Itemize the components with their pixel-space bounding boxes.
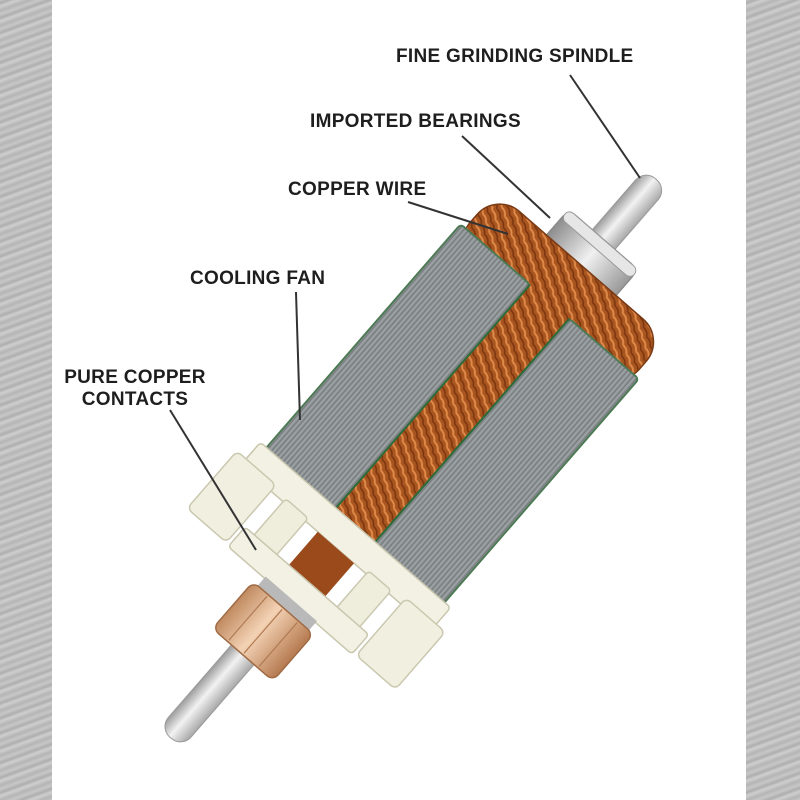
leader-line-contacts (169, 409, 257, 551)
leader-line-bearings (461, 135, 551, 219)
label-pure-copper-contacts: PURE COPPER CONTACTS (64, 367, 206, 411)
brushed-metal-right-border (746, 0, 800, 800)
label-copper-wire: COPPER WIRE (288, 179, 427, 200)
label-cooling-fan: COOLING FAN (190, 268, 326, 289)
brushed-metal-left-border (0, 0, 52, 800)
copper-commutator (215, 584, 312, 679)
leader-lines (169, 74, 641, 551)
lamination-stack (264, 224, 639, 605)
cooling-fan (188, 443, 450, 688)
label-fine-grinding-spindle: FINE GRINDING SPINDLE (396, 46, 634, 67)
label-imported-bearings: IMPORTED BEARINGS (310, 111, 521, 132)
leader-line-cooling-fan (295, 291, 301, 421)
leader-line-spindle (569, 74, 641, 179)
label-contacts-line-1: PURE COPPER (64, 367, 206, 388)
leader-line-copper-wire (407, 201, 509, 235)
label-contacts-line-2: CONTACTS (81, 389, 189, 410)
